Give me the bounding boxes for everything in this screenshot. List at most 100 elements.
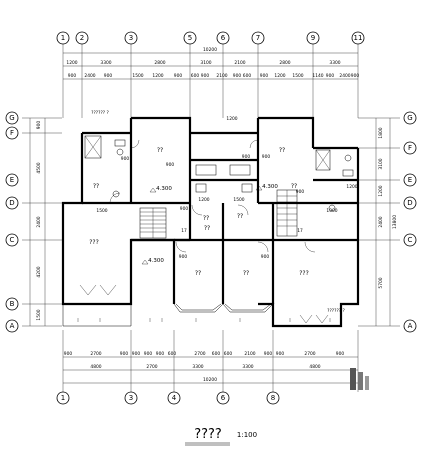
svg-text:F: F xyxy=(408,144,412,152)
bottom-detail-dim: 2700 xyxy=(194,351,205,357)
bottom-overall-dim: 10200 xyxy=(203,377,217,383)
left-dimension-text: 900 4500 2400 4200 1500 xyxy=(36,121,42,321)
interior-dim: 1500 xyxy=(96,208,107,214)
right-dim: 5700 xyxy=(378,277,384,288)
right-dim: 3100 xyxy=(378,158,384,169)
top-detail-dim: 900 xyxy=(201,73,210,79)
room-label: ?? xyxy=(291,183,297,190)
bottom-seg-dim: 4800 xyxy=(90,364,101,370)
room-label: ??? xyxy=(89,239,99,246)
top-detail-dim: 2400 xyxy=(339,73,350,79)
right-dim: 1800 xyxy=(378,127,384,138)
room-label: ?? xyxy=(157,147,163,154)
bottom-seg-dim: 3300 xyxy=(192,364,203,370)
corner-note-right: ?????? ? xyxy=(327,308,345,314)
top-detail-dim: 900 xyxy=(68,73,77,79)
axis-bubble-top-11: 11 xyxy=(351,31,365,45)
interior-dim: 1200 xyxy=(346,184,357,190)
drawing-title: ???? xyxy=(194,427,222,442)
axis-bubble-right-F: F xyxy=(403,141,417,155)
left-dim: 2400 xyxy=(36,216,42,227)
room-label: ?? xyxy=(93,183,99,190)
right-dim: 1200 xyxy=(378,185,384,196)
axis-bubble-left-E: E xyxy=(5,173,19,187)
interior-dim: 1500 xyxy=(233,197,244,203)
corner-smudge xyxy=(350,368,369,390)
bottom-detail-dim: 2100 xyxy=(244,351,255,357)
svg-text:E: E xyxy=(408,176,412,184)
top-seg-dim: 1200 xyxy=(66,60,77,66)
top-detail-dim: 600 xyxy=(191,73,200,79)
bottom-dimension-text: 900 2700 900 900 900 900 600 2700 600 60… xyxy=(64,351,345,383)
room-label: ??? xyxy=(299,270,309,277)
bottom-detail-dim: 600 xyxy=(212,351,221,357)
svg-text:1: 1 xyxy=(61,394,65,402)
top-detail-dim: 1140 xyxy=(312,73,323,79)
interior-dim: 900 xyxy=(121,156,130,162)
top-seg-dim: 3100 xyxy=(200,60,211,66)
top-detail-dim: 900 xyxy=(351,73,360,79)
interior-dim: 1200 xyxy=(198,197,209,203)
svg-text:E: E xyxy=(10,176,14,184)
level-mark: 4.300 xyxy=(148,258,164,264)
top-detail-dim: 600 xyxy=(243,73,252,79)
svg-text:D: D xyxy=(9,199,14,207)
right-dim: 2400 xyxy=(378,216,384,227)
top-axis-bubbles: 1 2 3 5 6 7 9 11 xyxy=(56,31,365,45)
svg-text:D: D xyxy=(407,199,412,207)
bottom-detail-dim: 900 xyxy=(264,351,273,357)
svg-text:A: A xyxy=(408,322,413,330)
axis-bubble-left-B: B xyxy=(5,297,19,311)
interior-dim: 900 xyxy=(296,189,305,195)
svg-text:B: B xyxy=(10,300,15,308)
window-ticks xyxy=(77,318,331,322)
top-detail-dim: 900 xyxy=(326,73,335,79)
right-overall-dim: 13800 xyxy=(392,215,398,229)
top-detail-dim: 2100 xyxy=(216,73,227,79)
top-seg-dim: 3300 xyxy=(100,60,111,66)
axis-bubble-left-F: F xyxy=(5,126,19,140)
interior-dim: 900 xyxy=(180,206,189,212)
svg-text:8: 8 xyxy=(271,394,275,402)
corner-note-left: ?????? ? xyxy=(91,110,109,116)
interior-dim: 900 xyxy=(179,254,188,260)
room-label: ?? xyxy=(204,225,210,232)
axis-bubble-top-9: 9 xyxy=(306,31,320,45)
interior-dim: 17 xyxy=(181,228,187,234)
interior-small-labels: 900 900 900 1200 900 900 1500 900 1000 9… xyxy=(96,116,357,260)
top-detail-dim: 1500 xyxy=(292,73,303,79)
axis-bubble-right-E: E xyxy=(403,173,417,187)
room-label: ?? xyxy=(195,270,201,277)
svg-text:C: C xyxy=(408,236,413,244)
top-seg-dim: 2100 xyxy=(234,60,245,66)
axis-bubble-bottom-8: 8 xyxy=(266,391,280,405)
svg-text:A: A xyxy=(10,322,15,330)
right-dimension-text: 1800 3100 1200 2400 5700 13800 xyxy=(378,127,398,288)
left-dim: 900 xyxy=(36,121,42,130)
svg-text:2: 2 xyxy=(80,34,84,42)
bay-windows xyxy=(62,303,274,327)
axis-bubble-top-2: 2 xyxy=(75,31,89,45)
level-mark: 4.300 xyxy=(156,186,172,192)
top-detail-dim: 2400 xyxy=(84,73,95,79)
axis-bubble-right-C: C xyxy=(403,233,417,247)
room-label: ?? xyxy=(203,215,209,222)
bottom-detail-dim: 600 xyxy=(168,351,177,357)
interior-dim: 1000 xyxy=(326,208,337,214)
left-dim: 4500 xyxy=(36,162,42,173)
left-axis-bubbles: G F E D C B A xyxy=(5,111,19,333)
bottom-detail-dim: 900 xyxy=(132,351,141,357)
svg-text:1: 1 xyxy=(61,34,65,42)
bottom-detail-dim: 900 xyxy=(336,351,345,357)
interior-dim: 1200 xyxy=(226,116,237,122)
svg-text:G: G xyxy=(9,114,14,122)
room-labels: ?? ?? ?? ?? ?? ?? ?? ??? ?? ?? ??? xyxy=(89,147,309,277)
bottom-detail-dim: 900 xyxy=(144,351,153,357)
interior-dim: 900 xyxy=(166,162,175,168)
right-axis-bubbles: G F E D C A xyxy=(403,111,417,333)
top-detail-dim: 900 xyxy=(104,73,113,79)
top-detail-dim: 900 xyxy=(260,73,269,79)
drawing-scale: 1:100 xyxy=(237,431,257,439)
